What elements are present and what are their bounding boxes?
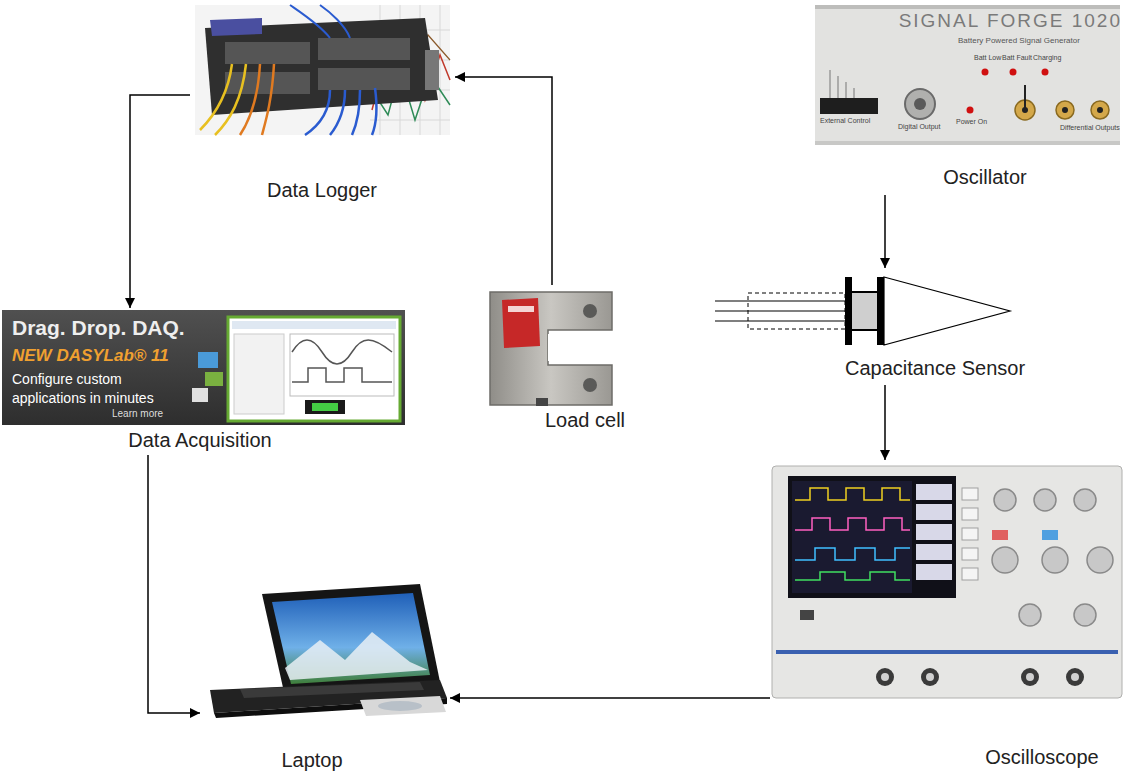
- device-node: Oscilloscope: [770, 460, 1122, 770]
- device-caption: Oscilloscope: [985, 745, 1098, 769]
- panel-marking: SIGNAL FORGE 1020: [899, 10, 1122, 32]
- laptop-picture: [210, 584, 447, 718]
- load-cell-picture: [490, 292, 612, 406]
- device-caption: Oscillator: [943, 165, 1026, 189]
- signal-arrow: [450, 697, 770, 699]
- signal-arrow: [884, 195, 886, 268]
- daq-banner: [2, 310, 405, 425]
- capacitance-sensor-drawing: [715, 277, 1010, 345]
- panel-marking: Digital Output: [898, 123, 940, 130]
- signal-arrow: [884, 385, 886, 460]
- device-caption: Load cell: [545, 408, 625, 432]
- banner-text: Configure custom applications in minutes: [12, 370, 187, 408]
- signal-arrow: [130, 95, 190, 308]
- device-node: Data Logger: [190, 0, 455, 205]
- device-node: Laptop: [200, 585, 450, 775]
- device-node: Load cell: [480, 285, 635, 435]
- panel-marking: Power On: [956, 118, 987, 125]
- banner-text: NEW DASYLab® 11: [12, 346, 169, 366]
- panel-marking: Charging: [1033, 54, 1061, 61]
- panel-marking: Battery Powered Signal Generator: [958, 36, 1080, 45]
- panel-marking: Batt Fault: [1002, 54, 1032, 61]
- signal-arrow: [455, 77, 552, 285]
- device-caption: Laptop: [281, 748, 342, 772]
- device-caption: Data Acquisition: [128, 428, 271, 452]
- signal-arrow: [148, 455, 200, 713]
- panel-marking: Batt Low: [974, 54, 1001, 61]
- data-logger-picture: [195, 5, 450, 135]
- panel-marking: Differential Outputs: [1060, 124, 1120, 131]
- banner-text: Drag. Drop. DAQ.: [12, 316, 185, 340]
- device-caption: Data Logger: [267, 178, 377, 202]
- banner-text: Learn more: [112, 408, 163, 419]
- panel-marking: External Control: [820, 117, 870, 124]
- oscilloscope-picture: [772, 466, 1122, 698]
- device-node: Capacitance Sensor: [710, 268, 1050, 385]
- device-caption: Capacitance Sensor: [845, 356, 1025, 380]
